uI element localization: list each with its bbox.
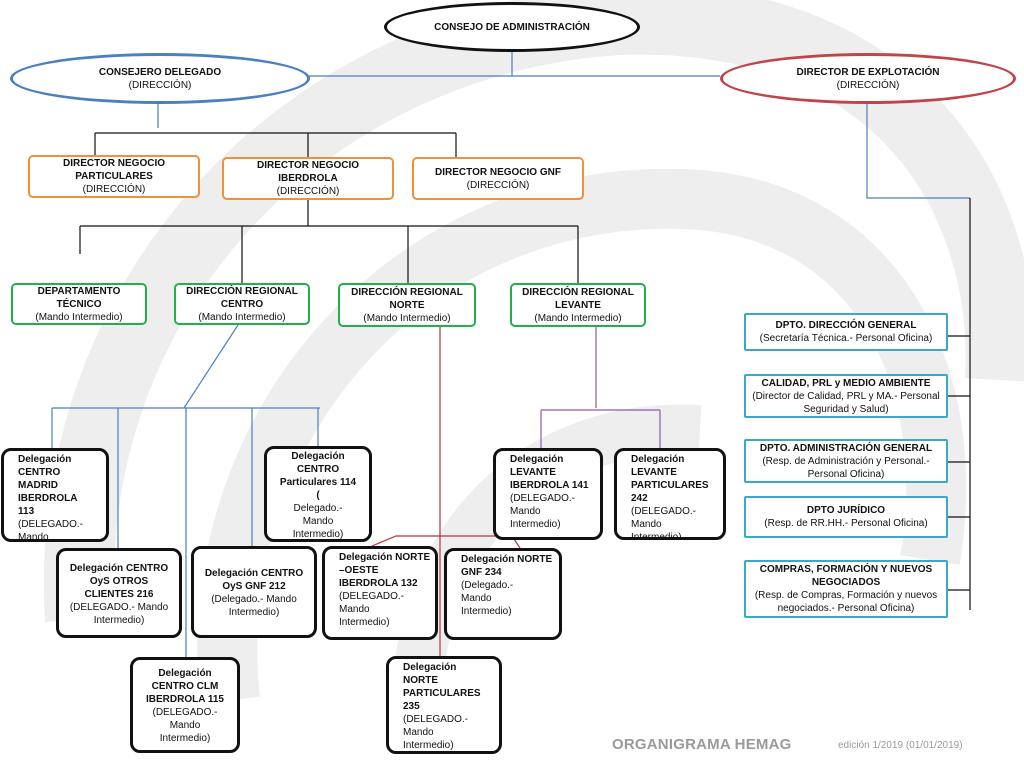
node-title: Delegación NORTE –OESTE IBERDROLA 132 xyxy=(339,552,431,589)
node-delegacion-particulares-114: Delegación CENTRO Particulares 114 ( Del… xyxy=(264,446,372,542)
node-negocio-gnf: DIRECTOR NEGOCIO GNF (DIRECCIÓN) xyxy=(412,157,584,200)
node-subtitle: (DELEGADO.- Mando Intermedio) xyxy=(69,601,169,626)
node-subtitle: (Secretaría Técnica.- Personal Oficina) xyxy=(759,333,933,344)
node-title: Delegación LEVANTE PARTICULARES 242 xyxy=(631,454,709,504)
node-subtitle: (DELEGADO.- Mando Intermedio) xyxy=(18,519,84,542)
node-director-explotacion: DIRECTOR DE EXPLOTACIÓN (DIRECCIÓN) xyxy=(720,53,1016,104)
footer-edition: edición 1/2019 (01/01/2019) xyxy=(838,740,963,751)
node-delegacion-oys-gnf-212: Delegación CENTRO OyS GNF 212 (Delegado.… xyxy=(191,546,317,638)
node-subtitle: (DIRECCIÓN) xyxy=(836,79,900,91)
node-subtitle: (Delegado.- Mando Intermedio) xyxy=(461,580,514,617)
node-regional-norte: DIRECCIÓN REGIONAL NORTE (Mando Intermed… xyxy=(338,283,476,327)
node-title: Delegación CENTRO OyS GNF 212 xyxy=(204,568,304,592)
node-delegacion-norte-235: Delegación NORTE PARTICULARES 235 (DELEG… xyxy=(386,656,502,754)
connector-negocio-bus xyxy=(94,132,457,160)
node-subtitle: (Resp. de RR.HH.- Personal Oficina) xyxy=(764,518,928,529)
node-dpto-direccion-general: DPTO. DIRECCIÓN GENERAL (Secretaría Técn… xyxy=(744,313,948,351)
node-title: DPTO. ADMINISTRACIÓN GENERAL xyxy=(759,442,933,454)
connector-consejo xyxy=(260,52,720,77)
node-title: Delegación NORTE GNF 234 xyxy=(461,554,553,578)
node-title: COMPRAS, FORMACIÓN Y NUEVOS NEGOCIADOS xyxy=(759,564,933,588)
node-subtitle: Delegado.- Mando Intermedio) xyxy=(292,502,344,540)
node-title: Delegación NORTE PARTICULARES 235 xyxy=(403,662,481,712)
node-title: DIRECTOR NEGOCIO GNF xyxy=(435,166,561,178)
connector-departments xyxy=(948,198,971,610)
node-subtitle: (DELEGADO.- Mando Intermedio) xyxy=(152,707,218,744)
node-title: CONSEJO DE ADMINISTRACIÓN xyxy=(434,21,590,33)
node-delegacion-norte-234: Delegación NORTE GNF 234 (Delegado.- Man… xyxy=(444,548,562,640)
node-subtitle: (Delegado.- Mando Intermedio) xyxy=(211,594,297,618)
node-title: Delegación CENTRO MADRID IBERDROLA 113 xyxy=(18,454,78,517)
node-title: CALIDAD, PRL y MEDIO AMBIENTE xyxy=(761,377,931,389)
node-title: DEPARTAMENTO TÉCNICO xyxy=(37,285,121,310)
node-title: CONSEJERO DELEGADO xyxy=(98,66,222,78)
node-subtitle: (Mando Intermedio) xyxy=(35,311,123,323)
node-subtitle: (DELEGADO.- Mando Intermedio) xyxy=(510,493,576,530)
connector-explotacion xyxy=(866,102,970,199)
node-title: Delegación CENTRO OyS OTROS CLIENTES 216 xyxy=(69,562,169,600)
node-delegacion-noroeste-132: Delegación NORTE –OESTE IBERDROLA 132 (D… xyxy=(322,546,438,640)
node-regional-levante: DIRECCIÓN REGIONAL LEVANTE (Mando Interm… xyxy=(510,283,646,327)
node-title: DIRECTOR DE EXPLOTACIÓN xyxy=(796,66,940,78)
node-subtitle: (Mando Intermedio) xyxy=(198,311,286,323)
node-title: Delegación CENTRO CLM IBERDROLA 115 xyxy=(146,668,224,705)
node-title: DIRECCIÓN REGIONAL NORTE xyxy=(351,286,463,311)
node-dpto-administracion: DPTO. ADMINISTRACIÓN GENERAL (Resp. de A… xyxy=(744,439,948,483)
node-delegacion-madrid-113: Delegación CENTRO MADRID IBERDROLA 113 (… xyxy=(1,448,109,542)
node-subtitle: (DIRECCIÓN) xyxy=(276,186,340,197)
node-delegacion-levante-141: Delegación LEVANTE IBERDROLA 141 (DELEGA… xyxy=(493,448,603,540)
node-subtitle: (DELEGADO.- Mando Intermedio) xyxy=(631,506,697,540)
node-title: Delegación LEVANTE IBERDROLA 141 xyxy=(510,454,589,491)
node-title: DIRECCIÓN REGIONAL LEVANTE xyxy=(522,286,634,311)
node-consejo: CONSEJO DE ADMINISTRACIÓN xyxy=(384,2,640,52)
node-delegacion-levante-242: Delegación LEVANTE PARTICULARES 242 (DEL… xyxy=(614,448,726,540)
node-subtitle: (Mando Intermedio) xyxy=(363,312,451,324)
node-subtitle: (Mando Intermedio) xyxy=(534,312,622,324)
node-regional-centro: DIRECCIÓN REGIONAL CENTRO (Mando Interme… xyxy=(174,283,310,325)
node-subtitle: (DIRECCIÓN) xyxy=(128,79,192,91)
connector-centro xyxy=(51,324,320,658)
node-subtitle: (Resp. de Compras, Formación y nuevos ne… xyxy=(754,590,938,614)
node-departamento-tecnico: DEPARTAMENTO TÉCNICO (Mando Intermedio) xyxy=(11,283,147,325)
node-negocio-particulares: DIRECTOR NEGOCIO PARTICULARES (DIRECCIÓN… xyxy=(28,155,200,198)
node-delegacion-oys-216: Delegación CENTRO OyS OTROS CLIENTES 216… xyxy=(56,548,182,638)
node-title: DIRECTOR NEGOCIO IBERDROLA xyxy=(256,160,360,184)
node-subtitle: (Resp. de Administración y Personal.- Pe… xyxy=(762,455,930,480)
node-subtitle: (Director de Calidad, PRL y MA.- Persona… xyxy=(752,390,940,415)
node-subtitle: (DIRECCIÓN) xyxy=(466,179,530,191)
node-title: DIRECTOR NEGOCIO PARTICULARES xyxy=(62,158,166,182)
node-title: DPTO. DIRECCIÓN GENERAL xyxy=(775,320,917,331)
connector-regional-bus xyxy=(79,200,579,284)
node-compras-formacion: COMPRAS, FORMACIÓN Y NUEVOS NEGOCIADOS (… xyxy=(744,560,948,618)
node-negocio-iberdrola: DIRECTOR NEGOCIO IBERDROLA (DIRECCIÓN) xyxy=(222,157,394,200)
node-title: Delegación CENTRO Particulares 114 ( xyxy=(279,450,357,501)
node-consejero-delegado: CONSEJERO DELEGADO (DIRECCIÓN) xyxy=(10,53,310,104)
node-title: DPTO JURÍDICO xyxy=(806,505,886,516)
node-title: DIRECCIÓN REGIONAL CENTRO xyxy=(186,285,298,310)
node-delegacion-clm-115: Delegación CENTRO CLM IBERDROLA 115 (DEL… xyxy=(130,657,240,753)
node-subtitle: (DELEGADO.- Mando Intermedio) xyxy=(403,714,469,751)
footer-title: ORGANIGRAMA HEMAG xyxy=(612,736,792,753)
node-subtitle: (DIRECCIÓN) xyxy=(82,184,146,195)
connector-levante xyxy=(540,327,661,448)
node-subtitle: (DELEGADO.- Mando Intermedio) xyxy=(339,591,405,628)
node-calidad-prl: CALIDAD, PRL y MEDIO AMBIENTE (Director … xyxy=(744,374,948,418)
node-dpto-juridico: DPTO JURÍDICO (Resp. de RR.HH.- Personal… xyxy=(744,496,948,538)
